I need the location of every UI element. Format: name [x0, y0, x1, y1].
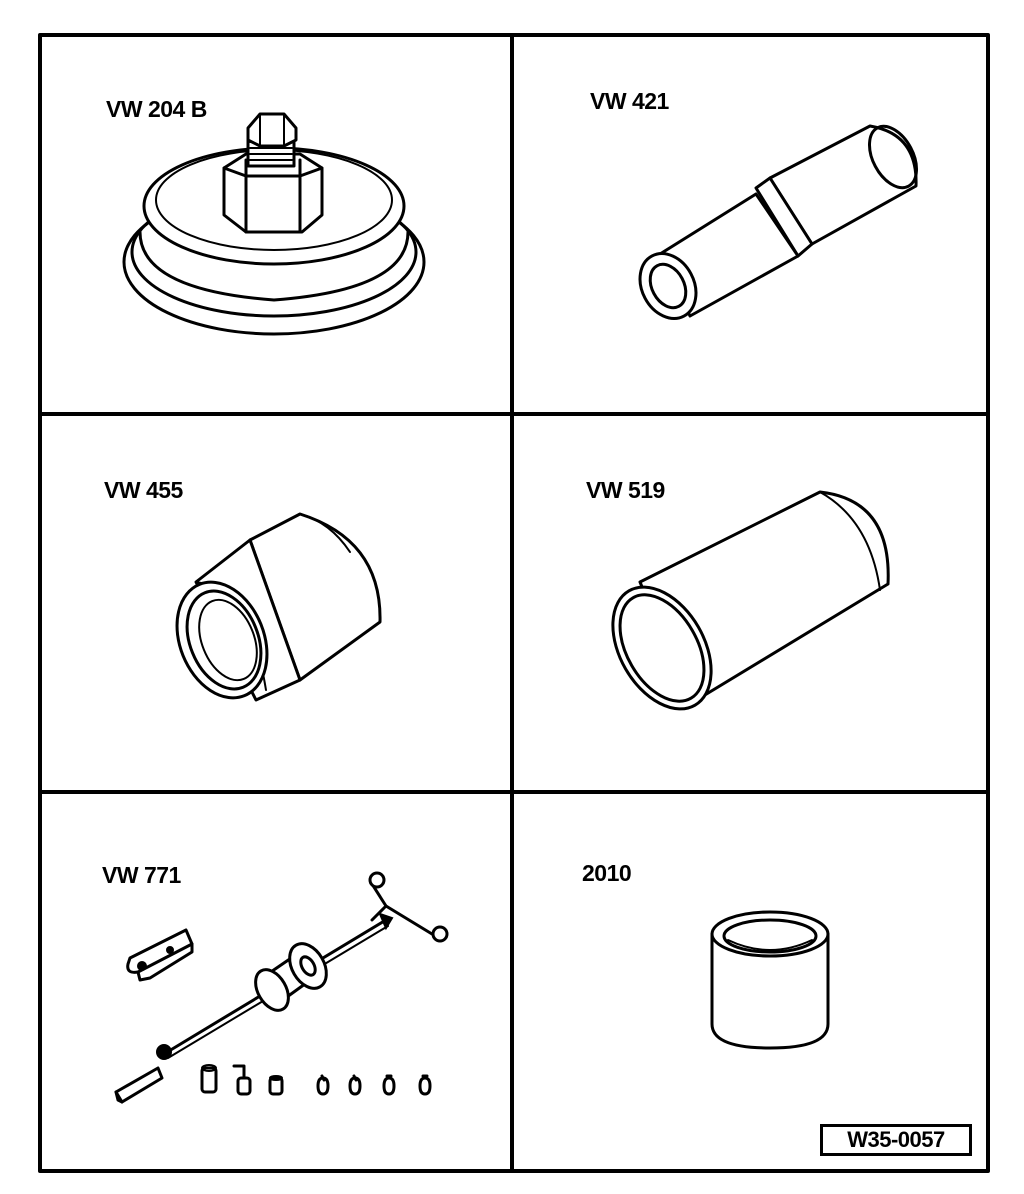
tool-2010-drawing	[710, 910, 830, 1050]
panel-label-vw421: VW 421	[590, 88, 669, 114]
panel-label-vw204b: VW 204 B	[106, 96, 207, 122]
reference-code: W35-0057	[820, 1124, 972, 1156]
panel-label-vw771: VW 771	[102, 862, 181, 888]
panel-label-vw455: VW 455	[104, 477, 183, 503]
tool-vw455-drawing	[175, 512, 382, 702]
grid-frame	[38, 33, 990, 1173]
tool-vw421-drawing	[638, 124, 918, 320]
tool-vw519-drawing	[611, 490, 890, 711]
tool-vw204b-drawing	[122, 112, 426, 336]
tool-vw771-drawing	[114, 871, 449, 1104]
panel-label-2010: 2010	[582, 860, 632, 886]
panel-label-vw519: VW 519	[586, 477, 665, 503]
